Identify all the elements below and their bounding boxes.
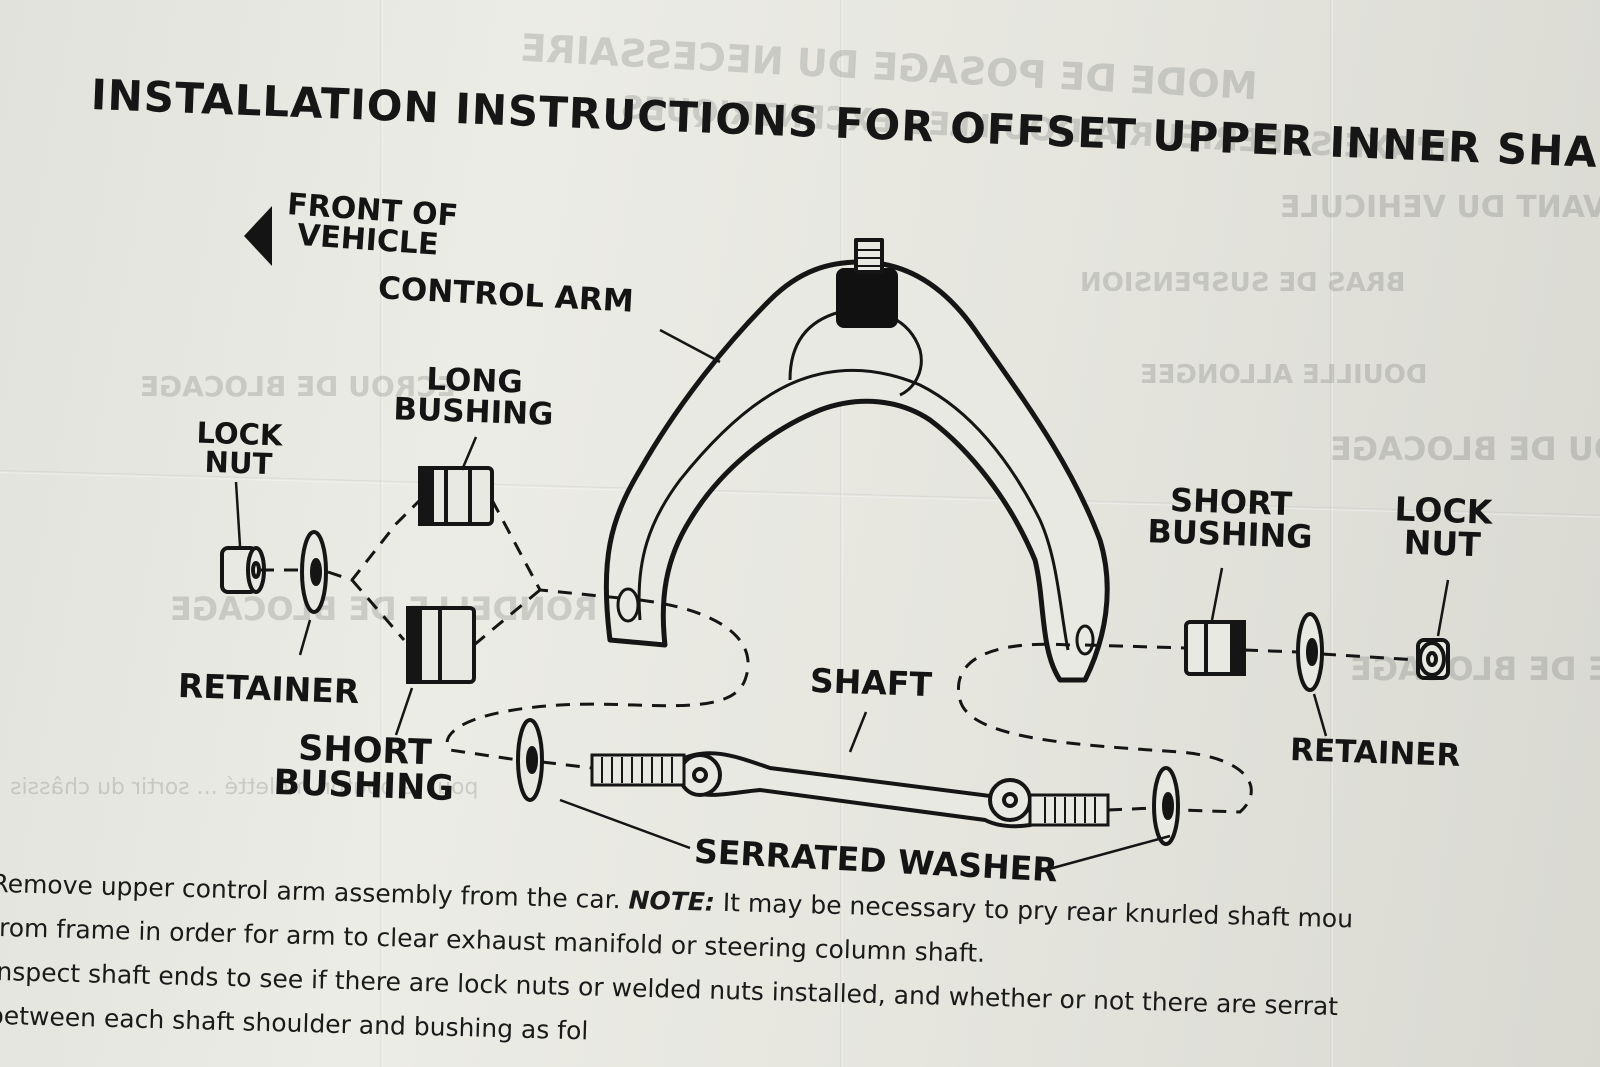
- lock-nut-label-left: LOCK NUT: [195, 415, 283, 482]
- short-bushing-label-left: SHORT BUSHING: [272, 728, 455, 810]
- paper-fold-vertical: [380, 0, 383, 1067]
- short-bushing-icon: [406, 606, 476, 684]
- short-bushing-icon: [1184, 620, 1246, 676]
- paper-fold-vertical: [840, 0, 843, 1067]
- lock-nut-label-right: LOCK NUT: [1393, 489, 1493, 565]
- right-hardware: [1152, 612, 1450, 846]
- retainer-label-left: RETAINER: [177, 665, 360, 712]
- shaft-label: SHAFT: [809, 660, 933, 705]
- retainer-washer-icon: [1296, 612, 1324, 692]
- control-arm-drawing: [603, 238, 1110, 683]
- long-bushing-icon: [418, 466, 494, 526]
- ball-joint-icon: [836, 268, 898, 328]
- long-bushing-label: LONG BUSHING: [392, 361, 555, 433]
- front-arrow-icon: [244, 206, 272, 266]
- left-hardware: [220, 466, 544, 802]
- retainer-washer-icon: [300, 530, 328, 614]
- assembly-path-lines: [260, 498, 1419, 814]
- lock-nut-icon: [1416, 638, 1450, 680]
- lock-nut-icon: [220, 546, 266, 594]
- front-of-vehicle-label: FRONT OF VEHICLE: [286, 187, 460, 263]
- note-label: NOTE:: [628, 885, 716, 917]
- shaft-drawing: [590, 751, 1110, 829]
- leader-lines: [234, 328, 1450, 874]
- serrated-washer-icon: [516, 718, 544, 802]
- retainer-label-right: RETAINER: [1289, 732, 1461, 774]
- serrated-washer-icon: [1152, 766, 1180, 846]
- short-bushing-label-right: SHORT BUSHING: [1146, 480, 1314, 556]
- paper-fold-vertical: [1330, 0, 1333, 1067]
